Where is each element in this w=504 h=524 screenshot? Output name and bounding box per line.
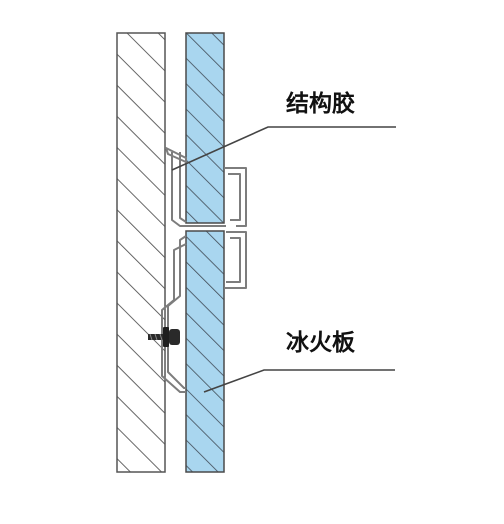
- mounting-clip-upper: [165, 147, 247, 227]
- wall-substrate: [116, 32, 166, 473]
- board-panel-lower: [185, 230, 225, 473]
- screw: [148, 327, 180, 347]
- leader-line-structural-adhesive: [171, 126, 396, 171]
- mounting-clip-lower: [161, 231, 247, 393]
- label-ice-fire-board: 冰火板: [286, 330, 356, 356]
- leader-line-ice-fire-board: [203, 369, 395, 393]
- board-panel-upper: [185, 32, 225, 224]
- label-structural-adhesive: 结构胶: [286, 90, 355, 117]
